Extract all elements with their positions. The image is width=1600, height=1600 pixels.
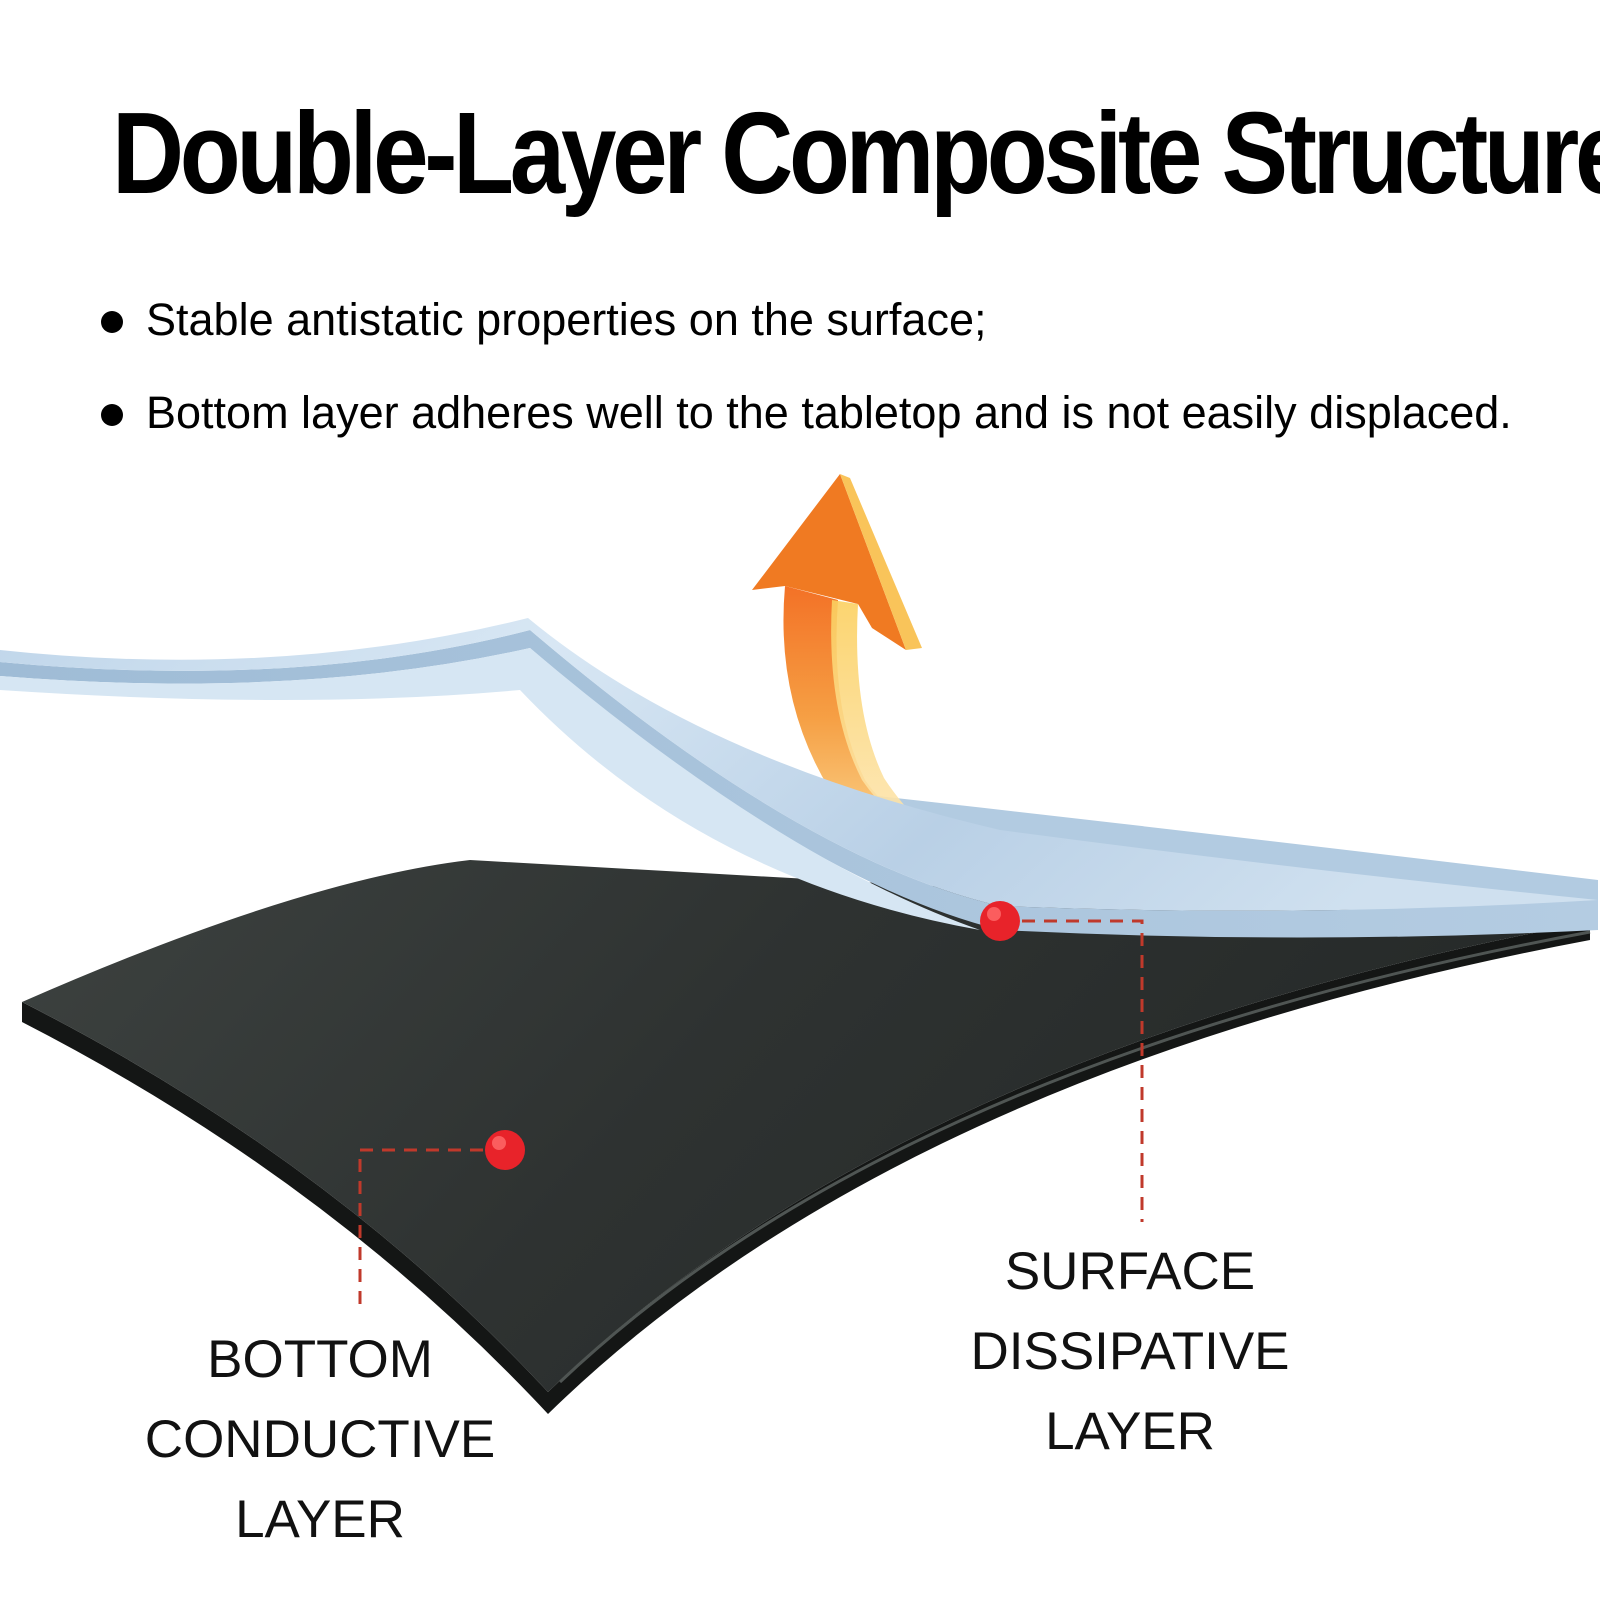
page-title: Double-Layer Composite Structure xyxy=(112,88,1600,218)
red-dot-highlight xyxy=(492,1136,506,1150)
surface-callout-line xyxy=(1000,919,1144,1222)
bottom-layer-label: BOTTOM CONDUCTIVE LAYER xyxy=(144,1330,496,1549)
feature-list: Stable antistatic properties on the surf… xyxy=(96,290,1576,476)
arrow-head xyxy=(752,474,906,650)
surface-layer-underside xyxy=(0,648,980,930)
surface-dissipative-layer xyxy=(0,618,1598,938)
bottom-layer-sheen xyxy=(558,930,1591,1384)
surface-layer-callout xyxy=(980,901,1144,1222)
arrow-shaft-highlight xyxy=(831,600,960,848)
bullet-icon xyxy=(101,311,123,333)
feature-item: Stable antistatic properties on the surf… xyxy=(96,290,1576,350)
bottom-callout-line xyxy=(358,1148,505,1305)
arrow-head-side xyxy=(840,474,922,650)
feature-item: Bottom layer adheres well to the tableto… xyxy=(96,383,1576,443)
bottom-layer-edge xyxy=(22,922,1590,1414)
surface-layer-label: SURFACE DISSIPATIVE LAYER xyxy=(970,1242,1290,1461)
feature-text: Stable antistatic properties on the surf… xyxy=(146,294,987,345)
red-dot-highlight xyxy=(987,907,1001,921)
bottom-conductive-layer xyxy=(22,860,1591,1414)
red-dot-icon xyxy=(485,1130,525,1170)
feature-text: Bottom layer adheres well to the tableto… xyxy=(146,387,1512,438)
bullet-icon xyxy=(101,404,123,426)
bottom-layer-surface xyxy=(22,860,1590,1392)
red-dot-icon xyxy=(980,901,1020,941)
bottom-layer-callout xyxy=(358,1130,525,1305)
